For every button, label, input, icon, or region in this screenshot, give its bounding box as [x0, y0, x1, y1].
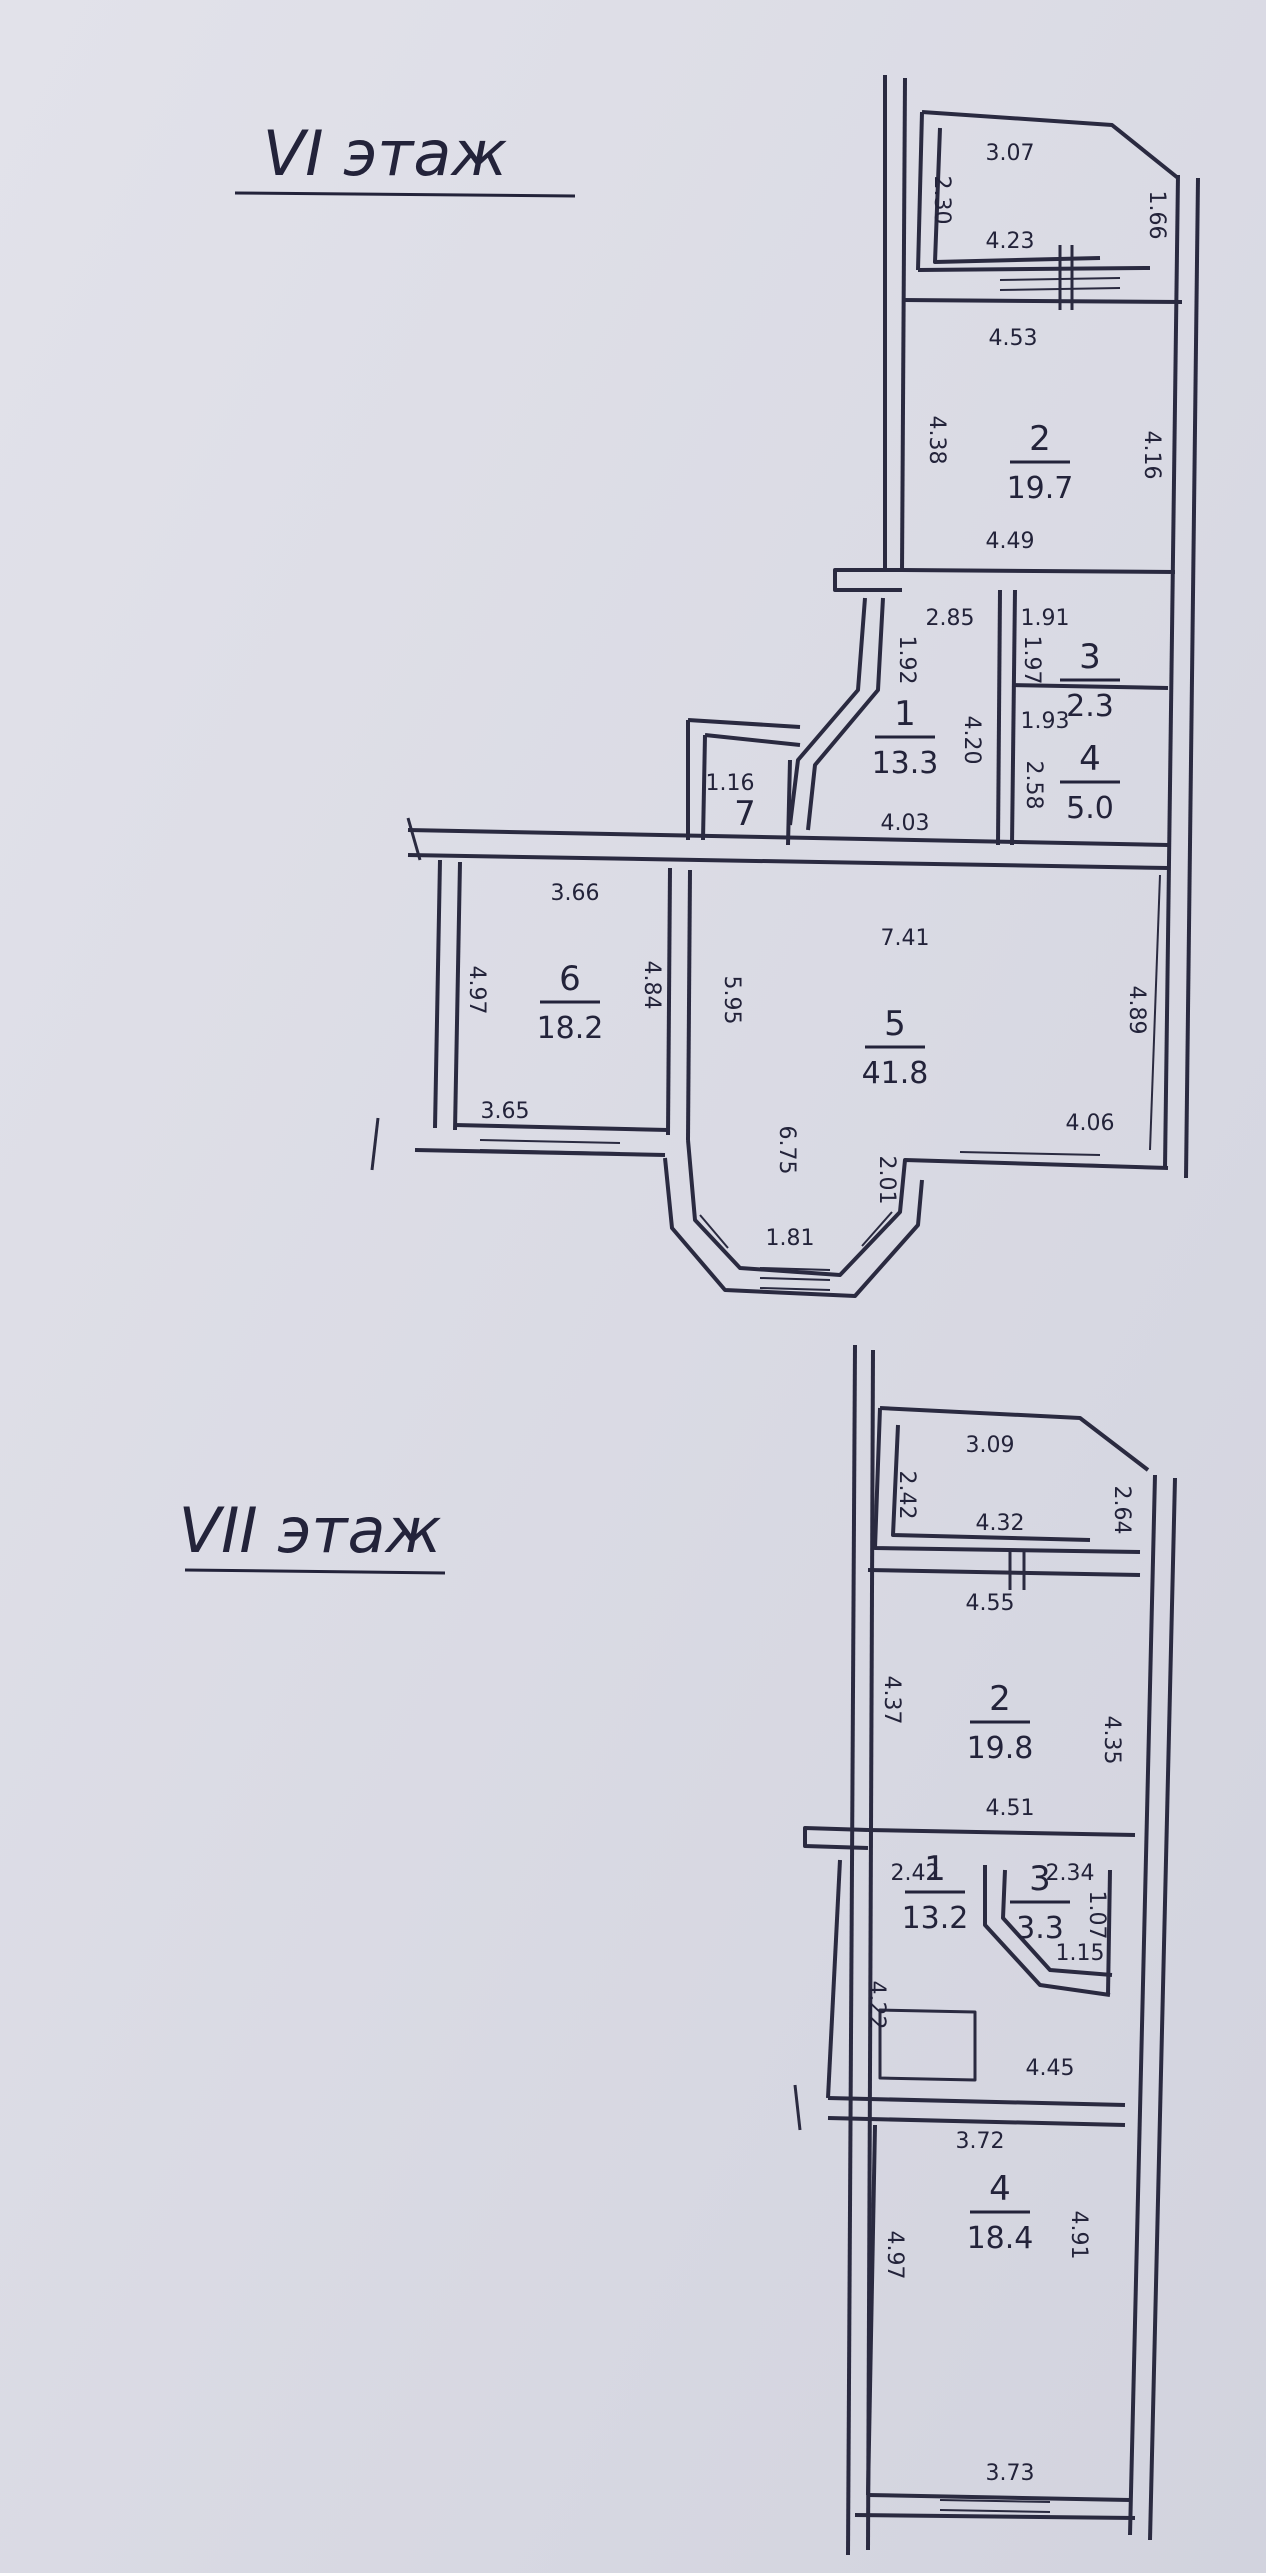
room-number: 1 — [924, 1849, 946, 1889]
dimension-label: 4.03 — [881, 811, 930, 836]
room-number: 2 — [1029, 419, 1051, 459]
room-number: 4 — [989, 2169, 1011, 2209]
dimension-label: 6.75 — [774, 1126, 799, 1175]
dimension-label: 5.95 — [719, 976, 744, 1025]
dimension-label: 2.34 — [1046, 1861, 1095, 1886]
room-area: 19.7 — [1007, 471, 1074, 506]
dimension-label: 4.55 — [966, 1591, 1015, 1616]
dimension-label: 1.92 — [894, 636, 919, 685]
dimension-label: 4.53 — [989, 326, 1038, 351]
dimension-label: 4.38 — [924, 416, 949, 465]
dimension-label: 4.37 — [879, 1676, 904, 1725]
dimension-label: 4.06 — [1066, 1111, 1115, 1136]
dimension-label: 4.45 — [1026, 2056, 1075, 2081]
dimension-label: 1.15 — [1056, 1941, 1105, 1966]
dimension-label: 4.16 — [1139, 431, 1164, 480]
room-area: 13.2 — [902, 1901, 969, 1936]
dimension-label: 4.20 — [959, 716, 984, 765]
room-area: 3.3 — [1016, 1911, 1064, 1946]
dimension-label: 2.42 — [891, 1861, 940, 1886]
room-number: 3 — [1029, 1859, 1051, 1899]
room-number: 4 — [1079, 739, 1101, 779]
floor-vii-underline — [184, 1568, 446, 1575]
dimension-label: 1.93 — [1021, 709, 1070, 734]
room-area: 19.8 — [967, 1731, 1034, 1766]
room-area: 2.3 — [1066, 689, 1114, 724]
floor-vi-heading: VI этаж — [263, 117, 508, 190]
dimension-label: 4.97 — [882, 2231, 907, 2280]
room-area: 13.3 — [872, 746, 939, 781]
floor-vii-heading: VII этаж — [179, 1494, 442, 1567]
room-number: 2 — [989, 1679, 1011, 1719]
dimension-label: 1.16 — [706, 771, 755, 796]
dimension-label: 2.64 — [1109, 1486, 1134, 1535]
dimension-label: 2.01 — [874, 1156, 899, 1205]
room-area: 18.2 — [537, 1011, 604, 1046]
dimension-label: 1.66 — [1144, 191, 1169, 240]
dimension-label: 1.91 — [1021, 606, 1070, 631]
dimension-label: 3.66 — [551, 881, 600, 906]
floor-vii-plan — [793, 1344, 1177, 2556]
dimension-label: 1.97 — [1019, 636, 1044, 685]
floor-vi-plan — [370, 75, 1200, 1298]
dimension-label: 2.30 — [929, 176, 954, 225]
dimension-label: 1.81 — [766, 1226, 815, 1251]
room-area: 41.8 — [862, 1056, 929, 1091]
room-number: 6 — [559, 959, 581, 999]
room-number: 7 — [734, 794, 756, 834]
floor-vi-underline — [234, 191, 576, 198]
room-number: 1 — [894, 694, 916, 734]
dimension-label: 1.07 — [1084, 1891, 1109, 1940]
dimension-label: 2.42 — [894, 1471, 919, 1520]
dimension-label: 4.84 — [639, 961, 664, 1010]
dimension-label: 3.73 — [986, 2461, 1035, 2486]
dimension-label: 3.65 — [481, 1099, 530, 1124]
dimension-label: 3.07 — [986, 141, 1035, 166]
dimension-label: 4.32 — [976, 1511, 1025, 1536]
dimension-label: 4.23 — [986, 229, 1035, 254]
dimension-label: 4.89 — [1124, 986, 1149, 1035]
dimension-label: 4.97 — [464, 966, 489, 1015]
room-area: 18.4 — [967, 2221, 1034, 2256]
dimension-label: 4.22 — [864, 1981, 889, 2030]
room-number: 5 — [884, 1004, 906, 1044]
dimension-label: 4.91 — [1066, 2211, 1091, 2260]
dimension-label: 4.51 — [986, 1796, 1035, 1821]
room-area: 5.0 — [1066, 791, 1114, 826]
dimension-label: 3.09 — [966, 1433, 1015, 1458]
dimension-label: 4.35 — [1099, 1716, 1124, 1765]
dimension-label: 3.72 — [956, 2129, 1005, 2154]
dimension-label: 2.85 — [926, 606, 975, 631]
dimension-label: 2.58 — [1021, 761, 1046, 810]
dimension-label: 4.49 — [986, 529, 1035, 554]
room-number: 3 — [1079, 637, 1101, 677]
dimension-label: 7.41 — [881, 926, 930, 951]
